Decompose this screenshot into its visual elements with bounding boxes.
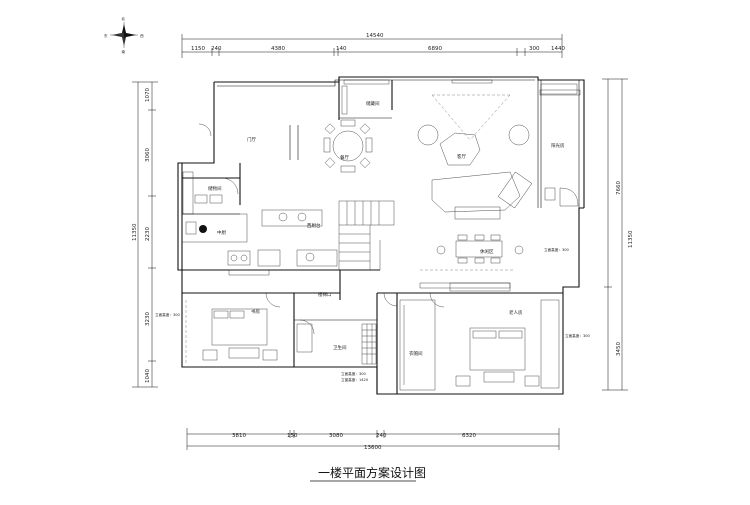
bathroom-fixtures [296, 323, 377, 365]
compass-north: 北 [122, 16, 126, 21]
leisure-table [420, 234, 524, 292]
label-stair: 楼梯口 [318, 291, 332, 298]
bottom-dim-5: 6320 [462, 433, 476, 439]
right-dimensions: 7660 3450 11350 [602, 78, 634, 391]
left-dim-1: 1070 [145, 88, 151, 102]
left-dimensions: 1070 3060 2230 3230 1040 11350 [132, 81, 158, 388]
sunroom-furniture [540, 83, 579, 207]
label-elder-room: 老人房 [509, 309, 523, 316]
bottom-dim-2: 150 [287, 433, 298, 439]
left-dim-4: 3230 [145, 312, 151, 326]
label-living-room: 客厅 [457, 153, 466, 160]
left-dim-2: 3060 [145, 148, 151, 162]
right-dim-1: 7660 [616, 181, 622, 195]
kitchen-fixtures [181, 171, 338, 267]
dining-table [323, 119, 373, 173]
label-closet: 衣帽间 [409, 350, 423, 357]
top-dim-4: 140 [336, 46, 347, 52]
outer-walls [177, 76, 585, 395]
label-sunroom: 阳光房 [551, 142, 565, 149]
label-dining-room: 餐厅 [340, 154, 349, 161]
top-dim-7: 1440 [551, 46, 565, 52]
staircase [338, 200, 395, 271]
top-dim-5: 6890 [428, 46, 442, 52]
note-height-1: 立面高度：300 [544, 247, 570, 252]
note-height-4: 立面高度：300 [341, 371, 367, 376]
label-study: 书房 [251, 308, 260, 315]
bottom-dimensions: 3810 150 3080 240 6320 13600 [186, 428, 560, 451]
label-storage: 储物间 [208, 185, 222, 192]
label-foyer: 门厅 [247, 136, 256, 143]
left-total-dim: 11350 [132, 223, 138, 241]
label-western-kitchen: 西厨台 [307, 222, 321, 229]
top-total-dim: 14540 [366, 33, 384, 39]
note-height-3: 立面高度：300 [565, 333, 591, 338]
label-bathroom: 卫生间 [333, 344, 347, 351]
right-total-dim: 11350 [628, 230, 634, 248]
left-dim-5: 1040 [145, 369, 151, 383]
top-dim-1: 1150 [191, 46, 205, 52]
study-furniture [185, 300, 278, 365]
height-notes: 立面高度：300 立面高度：300 立面高度：300 立面高度：300 立窗高度… [155, 247, 591, 382]
drawing-title: 一楼平面方案设计图 [310, 465, 426, 482]
windows [228, 79, 581, 289]
bottom-dim-3: 3080 [329, 433, 343, 439]
compass-south: 南 [122, 49, 126, 54]
plan-title: 一楼平面方案设计图 [318, 465, 426, 480]
label-storeroom: 储藏间 [366, 100, 380, 107]
doors [198, 123, 445, 335]
top-dimensions: 14540 1150 240 4380 140 6890 300 1440 [181, 33, 565, 58]
compass-east: 东 [104, 33, 108, 38]
label-kitchen: 中厨 [217, 229, 226, 236]
label-leisure: 休闲区 [480, 248, 494, 255]
top-dim-2: 240 [211, 46, 222, 52]
interior-walls [181, 77, 563, 394]
top-dim-3: 4380 [271, 46, 285, 52]
top-dim-6: 300 [529, 46, 540, 52]
bottom-dim-1: 3810 [232, 433, 246, 439]
note-window-height: 立窗高度：1420 [341, 377, 369, 382]
bottom-dim-4: 240 [376, 433, 387, 439]
bottom-total-dim: 13600 [364, 445, 382, 451]
note-height-2: 立面高度：300 [155, 312, 181, 317]
elder-room-furniture [399, 299, 560, 391]
compass-icon: 北 南 东 西 [104, 16, 144, 54]
left-dim-3: 2230 [145, 227, 151, 241]
compass-west: 西 [140, 33, 144, 38]
room-labels: 餐厅 门厅 客厅 储物间 储藏间 中厨 西厨台 楼梯口 书房 卫生间 衣帽间 老… [208, 100, 565, 357]
living-furniture [417, 94, 533, 220]
right-dim-2: 3450 [616, 342, 622, 356]
